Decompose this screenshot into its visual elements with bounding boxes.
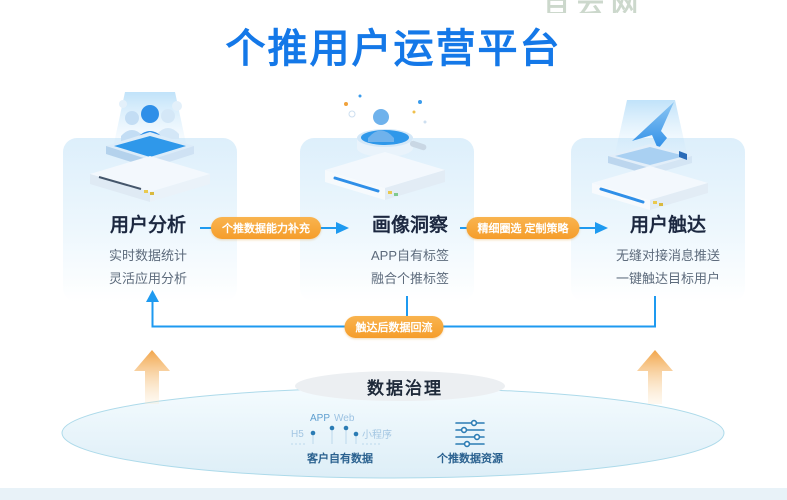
caption-getui-data: 个推数据资源 — [437, 453, 503, 465]
watermark-text: 百云网 — [543, 0, 683, 13]
page-title: 个推用户运营平台 — [225, 27, 562, 71]
desc-line: APP自有标签 — [370, 248, 449, 263]
desc-line: 实时数据统计 — [108, 248, 187, 263]
watermark: 百云网 — [543, 0, 683, 13]
paper-plane-icon — [592, 100, 708, 210]
user-analysis-hologram-icon — [90, 92, 210, 202]
section-title-user-analysis: 用户分析 — [109, 215, 186, 236]
channel-pins-chart: APP Web H5 小程序 — [291, 413, 392, 445]
desc-line: 一键触达目标用户 — [615, 271, 720, 286]
desc-line: 灵活应用分析 — [108, 271, 187, 286]
badge-data-capability: 个推数据能力补充 — [211, 217, 321, 239]
section-desc-user-reach: 无缝对接消息推送 一键触达目标用户 — [578, 244, 758, 290]
channel-label-h5: H5 — [291, 429, 304, 440]
channel-label-web: Web — [334, 413, 355, 424]
badge-data-backflow: 触达后数据回流 — [344, 316, 444, 338]
channel-label-app: APP — [310, 413, 330, 424]
section-title-user-reach: 用户触达 — [629, 215, 706, 236]
governance-title: 数据治理 — [367, 379, 443, 398]
up-arrow-icon-right — [637, 350, 673, 404]
magnifier-profile-icon — [325, 94, 445, 200]
sliders-icon — [455, 419, 485, 448]
badge-fine-selection: 精细圈选 定制策略 — [466, 217, 580, 239]
section-desc-profile-insight: APP自有标签 融合个推标签 — [320, 244, 500, 290]
channel-label-mini-program: 小程序 — [362, 428, 392, 441]
section-desc-user-analysis: 实时数据统计 灵活应用分析 — [58, 244, 238, 290]
footer-strip — [0, 488, 787, 500]
desc-line: 融合个推标签 — [370, 271, 449, 286]
caption-customer-data: 客户自有数据 — [307, 453, 373, 465]
desc-line: 无缝对接消息推送 — [615, 248, 720, 263]
up-arrow-icon-left — [134, 350, 170, 404]
section-title-profile-insight: 画像洞察 — [371, 215, 448, 236]
